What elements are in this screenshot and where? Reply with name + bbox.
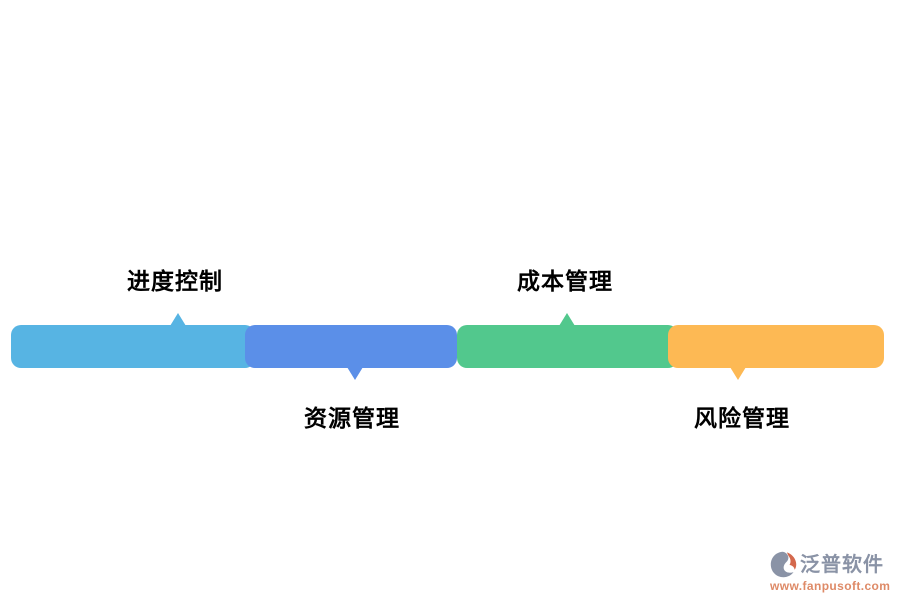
segment-label-progress-control: 进度控制 (127, 268, 223, 294)
pointer-down-resource-management-icon (347, 367, 363, 380)
brand-name: 泛普软件 (800, 553, 884, 576)
pointer-up-cost-management-icon (559, 313, 575, 326)
segment-progress-control (11, 325, 255, 368)
pointer-up-progress-control-icon (170, 313, 186, 326)
fanpu-logo-icon (770, 551, 797, 578)
segment-label-risk-management: 风险管理 (694, 405, 790, 431)
segment-label-resource-management: 资源管理 (304, 405, 400, 431)
segment-label-cost-management: 成本管理 (517, 268, 613, 294)
brand-watermark: 泛普软件 www.fanpusoft.com (770, 551, 890, 593)
process-bar (11, 313, 884, 380)
segment-resource-management (245, 325, 457, 368)
pointer-down-risk-management-icon (730, 367, 746, 380)
segment-risk-management (668, 325, 884, 368)
brand-url: www.fanpusoft.com (770, 579, 891, 593)
segment-cost-management (457, 325, 678, 368)
